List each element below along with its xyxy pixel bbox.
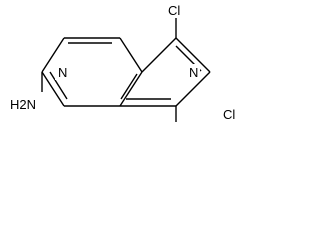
n-right-mask: [186, 64, 200, 80]
n-left-mask: [55, 64, 69, 80]
bond-c3-c4-inner: [49, 71, 68, 100]
bond-c8-n-right: [175, 37, 211, 73]
bond-c4a-c8a: [119, 71, 143, 107]
cl-top-label: Cl: [168, 3, 180, 18]
atom-labels: N N Cl Cl H2N: [8, 2, 240, 122]
nh2-mask: [8, 96, 44, 112]
n-right-label: N: [189, 65, 198, 80]
bond-c3-c4: [41, 71, 65, 107]
cl-bottom-mask: [220, 106, 240, 122]
bonds: [41, 18, 211, 122]
nh2-label: H2N: [10, 97, 36, 112]
bond-c8a-c8: [141, 37, 177, 73]
cl-bottom-label: Cl: [223, 107, 235, 122]
cl-top-mask: [165, 2, 185, 18]
molecule-structure: N N Cl Cl H2N: [8, 2, 240, 122]
n-left-label: N: [58, 65, 67, 80]
bond-n-left-c3: [41, 37, 65, 73]
bond-c4a-c8a-inner: [120, 73, 138, 100]
bond-n-right-c6: [175, 71, 211, 107]
bond-c8a-c1: [119, 37, 143, 73]
